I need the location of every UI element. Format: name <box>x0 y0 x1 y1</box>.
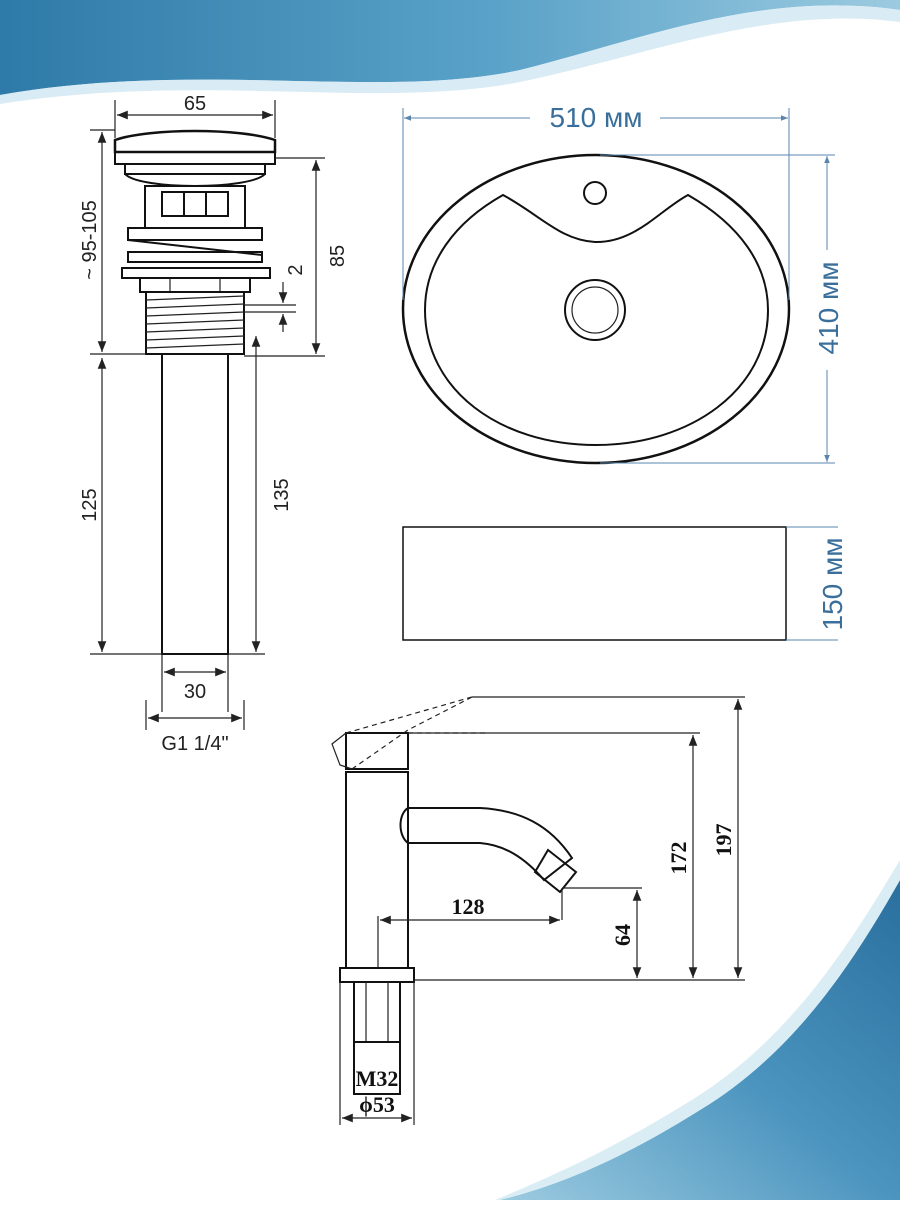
faucet-handle <box>345 732 409 770</box>
basin-side-view: 150 мм <box>402 526 848 641</box>
drain-hole-outer <box>564 279 626 341</box>
faucet-hole <box>583 181 607 205</box>
top-wave-decoration <box>0 0 900 95</box>
drain-pipe-length-label: 125 <box>79 488 101 521</box>
drain-total-pipe-label: 135 <box>271 478 293 511</box>
drain-gap-label: 2 <box>285 264 307 275</box>
drain-thread-label: G1 1/4" <box>161 733 228 755</box>
faucet-drawing: 128 64 172 197 M32 ϕ53 <box>331 696 745 1125</box>
drain-thread <box>145 295 245 349</box>
drain-height-range-label: ~ 95-105 <box>79 200 101 280</box>
basin-height-label: 150 мм <box>817 538 848 631</box>
faucet-total-height-label: 197 <box>711 824 736 857</box>
top-wave-highlight <box>0 5 900 104</box>
bottom-wave-decoration <box>500 880 900 1200</box>
basin-depth-label: 410 мм <box>813 262 844 355</box>
faucet-reach-label: 128 <box>452 894 485 919</box>
faucet-thread-label: M32 <box>356 1066 399 1091</box>
basin-width-label: 510 мм <box>550 102 643 133</box>
drain-upper-height-label: 85 <box>327 245 349 267</box>
faucet-base-diameter-label: ϕ53 <box>359 1092 395 1117</box>
drain-drawing: 65 ~ 95-105 85 2 125 135 30 G1 <box>79 93 349 755</box>
drain-hole-inner <box>571 286 619 334</box>
drain-pipe-width-label: 30 <box>184 681 206 703</box>
faucet-spout-height-label: 64 <box>610 924 635 946</box>
drain-width-label: 65 <box>184 93 206 115</box>
faucet-spout <box>399 807 574 882</box>
faucet-body <box>345 771 409 969</box>
basin-top-view: 510 мм 410 мм <box>401 102 844 465</box>
faucet-body-height-label: 172 <box>666 842 691 875</box>
